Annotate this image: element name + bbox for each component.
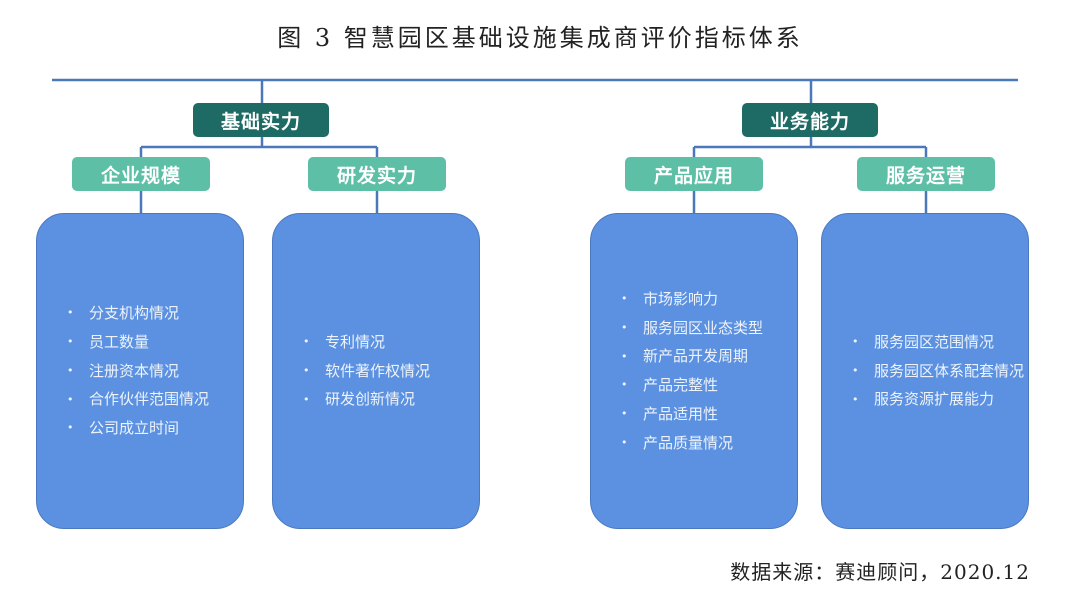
list-item: 研发创新情况	[303, 385, 479, 414]
list-item: 新产品开发周期	[621, 342, 797, 371]
list-item: 产品完整性	[621, 371, 797, 400]
list-item: 产品质量情况	[621, 429, 797, 458]
node-basic-strength: 基础实力	[193, 103, 329, 137]
list-item: 专利情况	[303, 328, 479, 357]
list-item: 注册资本情况	[67, 357, 243, 386]
node-service-operation: 服务运营	[857, 157, 995, 191]
figure-title: 图 3 智慧园区基础设施集成商评价指标体系	[277, 24, 803, 52]
node-enterprise-scale: 企业规模	[72, 157, 210, 191]
list-item: 服务园区体系配套情况	[852, 357, 1028, 386]
leaf-rd-strength: 专利情况 软件著作权情况 研发创新情况	[272, 213, 480, 529]
node-product-application: 产品应用	[625, 157, 763, 191]
list-item: 分支机构情况	[67, 299, 243, 328]
list-item: 服务园区业态类型	[621, 314, 797, 343]
node-business-capability: 业务能力	[742, 103, 878, 137]
leaf-enterprise-scale: 分支机构情况 员工数量 注册资本情况 合作伙伴范围情况 公司成立时间	[36, 213, 244, 529]
list-item: 员工数量	[67, 328, 243, 357]
leaf-product-application: 市场影响力 服务园区业态类型 新产品开发周期 产品完整性 产品适用性 产品质量情…	[590, 213, 798, 529]
data-source: 数据来源：赛迪顾问，2020.12	[730, 560, 1030, 584]
leaf-service-operation: 服务园区范围情况 服务园区体系配套情况 服务资源扩展能力	[821, 213, 1029, 529]
list-item: 软件著作权情况	[303, 357, 479, 386]
list-item: 产品适用性	[621, 400, 797, 429]
list-item: 市场影响力	[621, 285, 797, 314]
list-item: 服务资源扩展能力	[852, 385, 1028, 414]
list-item: 公司成立时间	[67, 414, 243, 443]
node-rd-strength: 研发实力	[308, 157, 446, 191]
list-item: 合作伙伴范围情况	[67, 385, 243, 414]
list-item: 服务园区范围情况	[852, 328, 1028, 357]
